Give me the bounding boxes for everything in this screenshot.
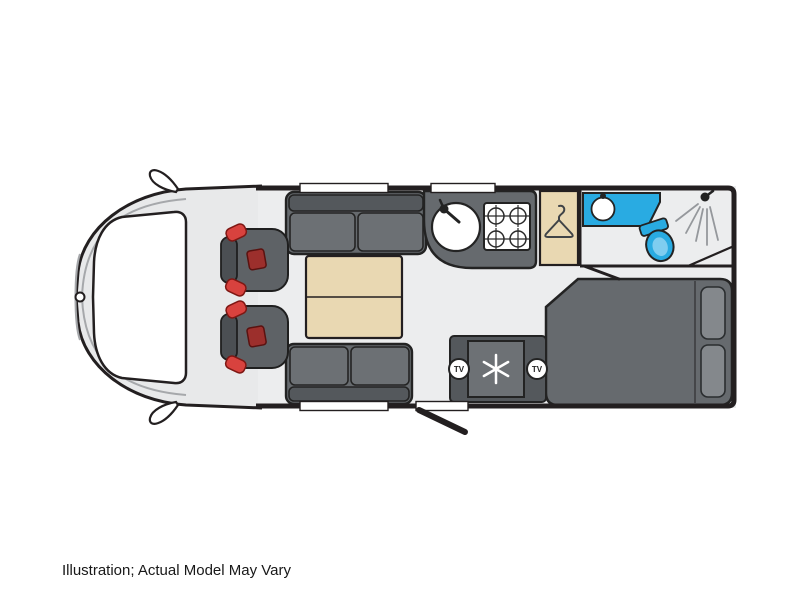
hanger-hook	[558, 204, 566, 221]
spray-line	[695, 208, 704, 242]
seat-backrest	[220, 236, 238, 284]
tv-front-badge: TV	[448, 358, 470, 380]
window-top-kitchen	[430, 182, 496, 194]
tv-badge-icon	[448, 358, 470, 380]
seatbelt-icon	[225, 223, 248, 242]
entrance-door-leaf	[416, 407, 468, 435]
sofa-top-cushion-right	[357, 212, 424, 252]
tv-badge-icon	[526, 358, 548, 380]
tap-spout	[442, 207, 461, 224]
tv-rear-badge: TV	[526, 358, 548, 380]
tv-rear-label: TV	[532, 365, 543, 374]
media-fridge-unit: TV TV	[448, 335, 548, 403]
openings	[299, 182, 496, 435]
spray-line	[685, 206, 701, 234]
seatbelt-buckle	[246, 325, 267, 348]
toilet-bowl-inner	[652, 237, 668, 256]
swivel-seat-top	[220, 223, 289, 297]
window-top-front	[299, 182, 389, 194]
caption: Illustration; Actual Model May Vary	[62, 562, 291, 579]
shower-screen	[687, 244, 735, 268]
snowflake-line	[482, 360, 510, 378]
spray-line	[709, 206, 719, 241]
hanger-icon	[544, 204, 574, 238]
sofa-bottom-backrest	[288, 386, 410, 402]
seat-backrest	[220, 313, 238, 361]
seatbelt-icon	[224, 355, 247, 374]
sofa-bottom	[284, 342, 414, 406]
rear-bed	[544, 277, 734, 407]
shower-head-icon	[700, 192, 710, 202]
sofa-bottom-cushion-left	[289, 346, 349, 386]
bed-base	[544, 277, 734, 407]
front-lounge	[220, 190, 428, 406]
table	[304, 254, 404, 340]
swivel-seat-bottom	[220, 300, 289, 374]
tap-icon	[600, 193, 606, 199]
door-mirror-top	[148, 169, 180, 194]
windshield	[91, 210, 188, 385]
tap-lever	[438, 198, 446, 211]
pillow	[700, 286, 726, 340]
front-badge	[74, 291, 86, 303]
pillow	[700, 344, 726, 398]
seatbelt-icon	[224, 278, 247, 297]
sofa-top	[284, 190, 428, 256]
toilet-icon	[638, 217, 675, 263]
hanger-body	[544, 219, 574, 238]
sink-icon	[430, 198, 482, 253]
wardrobe-unit	[538, 189, 580, 267]
cab	[74, 169, 263, 425]
door-mirror-bottom	[148, 400, 180, 425]
seatbelt-buckle	[246, 248, 267, 271]
washbasin	[582, 192, 661, 227]
sink-bowl	[430, 201, 482, 253]
tv-front-label: TV	[454, 365, 465, 374]
snowflake-icon	[482, 353, 510, 385]
washroom	[582, 189, 735, 268]
basin-bowl	[590, 196, 616, 222]
kitchen	[422, 189, 538, 270]
shower	[675, 189, 735, 268]
seatbelt-icon	[225, 300, 248, 319]
spray-line	[675, 203, 699, 222]
sofa-bottom-cushion-right	[350, 346, 410, 386]
hob-icon	[483, 202, 531, 251]
entrance-door-opening	[415, 400, 469, 412]
window-bottom-front	[299, 400, 389, 412]
washroom-door-leaf	[582, 264, 621, 281]
shower-spray	[675, 203, 719, 246]
wardrobe	[538, 189, 580, 267]
sofa-top-backrest	[288, 194, 424, 212]
habitation-walls	[256, 185, 737, 409]
sofa-top-cushion-left	[289, 212, 356, 252]
